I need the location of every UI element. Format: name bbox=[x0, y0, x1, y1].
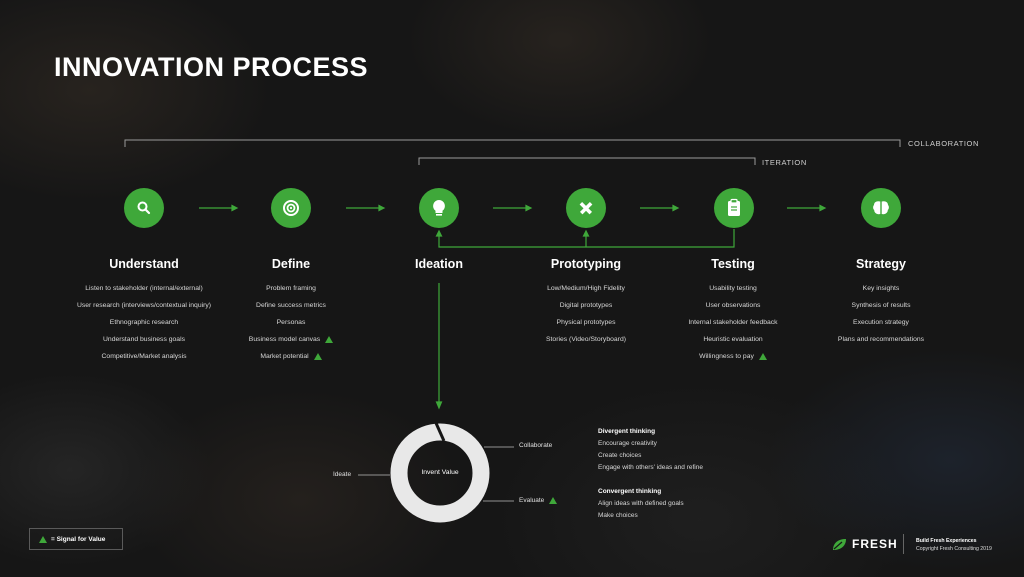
iteration-bracket bbox=[418, 157, 756, 165]
signal-for-value-icon bbox=[313, 352, 322, 360]
signal-legend: = Signal for Value bbox=[29, 528, 123, 550]
ideate-label: Ideate bbox=[333, 471, 352, 478]
list-item: Plans and recommendations bbox=[837, 336, 925, 343]
brand-tagline: Build Fresh Experiences Copyright Fresh … bbox=[916, 537, 992, 553]
list-item: Define success metrics bbox=[256, 302, 326, 309]
prototyping-stage-circle bbox=[566, 188, 606, 228]
list-item: Listen to stakeholder (internal/external… bbox=[85, 285, 203, 292]
fresh-logo: FRESH bbox=[832, 537, 898, 551]
lightbulb-icon bbox=[433, 200, 445, 216]
stage-name-strategy: Strategy bbox=[855, 257, 907, 271]
collaborate-label: Collaborate bbox=[519, 442, 553, 449]
list-item: Business model canvas bbox=[191, 331, 391, 348]
signal-for-value-icon bbox=[325, 335, 334, 343]
list-item: Ethnographic research bbox=[109, 319, 179, 326]
understand-items: Listen to stakeholder (internal/external… bbox=[44, 280, 244, 365]
list-item: User observations bbox=[705, 302, 761, 309]
divergent-heading: Divergent thinking bbox=[598, 428, 656, 435]
list-item: Key insights bbox=[862, 285, 900, 292]
invent-value-label: Invent Value bbox=[421, 469, 459, 476]
collaboration-label: COLLABORATION bbox=[908, 139, 980, 148]
clipboard-icon bbox=[728, 198, 740, 216]
brand-divider bbox=[903, 534, 904, 554]
search-icon bbox=[137, 201, 151, 215]
strategy-items: Key insights Synthesis of results Execut… bbox=[781, 280, 981, 348]
list-item: Digital prototypes bbox=[559, 302, 613, 309]
list-item: Internal stakeholder feedback bbox=[688, 319, 778, 326]
list-item: Encourage creativity bbox=[598, 440, 657, 447]
list-item: Low/Medium/High Fidelity bbox=[547, 285, 625, 292]
prototyping-items: Low/Medium/High Fidelity Digital prototy… bbox=[486, 280, 686, 348]
define-items: Problem framing Define success metrics P… bbox=[191, 280, 391, 365]
list-item: Market potential bbox=[191, 348, 391, 365]
list-item: Execution strategy bbox=[853, 319, 909, 326]
stage-name-define: Define bbox=[271, 257, 311, 271]
list-item: User research (interviews/contextual inq… bbox=[76, 302, 212, 309]
collaboration-bracket bbox=[124, 139, 901, 147]
signal-for-value-icon bbox=[758, 352, 767, 360]
divergent-thinking: Divergent thinking Encourage creativity … bbox=[598, 426, 703, 474]
list-item: Physical prototypes bbox=[556, 319, 616, 326]
convergent-heading: Convergent thinking bbox=[598, 488, 662, 495]
signal-for-value-icon bbox=[39, 535, 47, 543]
define-stage-circle bbox=[271, 188, 311, 228]
list-item: Heuristic evaluation bbox=[703, 336, 763, 343]
list-item: Competitive/Market analysis bbox=[101, 353, 187, 360]
strategy-stage-circle bbox=[861, 188, 901, 228]
list-item: Usability testing bbox=[709, 285, 757, 292]
iteration-label: ITERATION bbox=[762, 158, 807, 167]
testing-stage-circle bbox=[714, 188, 754, 228]
list-item: Personas bbox=[276, 319, 306, 326]
page-title: INNOVATION PROCESS bbox=[54, 52, 369, 82]
ideation-stage-circle bbox=[419, 188, 459, 228]
signal-for-value-icon bbox=[549, 497, 558, 504]
brain-icon bbox=[873, 201, 889, 215]
list-item: Understand business goals bbox=[103, 336, 185, 343]
stage-name-ideation: Ideation bbox=[415, 257, 463, 271]
brand-name: FRESH bbox=[852, 537, 898, 551]
fresh-leaf-icon bbox=[833, 538, 846, 550]
convergent-thinking: Convergent thinking Align ideas with def… bbox=[598, 486, 684, 522]
list-item: Engage with others' ideas and refine bbox=[598, 464, 703, 471]
stage-name-prototyping: Prototyping bbox=[550, 257, 622, 271]
invent-value-ring bbox=[390, 422, 490, 523]
stage-name-understand: Understand bbox=[109, 257, 179, 271]
copyright-text: Copyright Fresh Consulting 2019 bbox=[916, 546, 992, 552]
list-item: Align ideas with defined goals bbox=[598, 500, 684, 507]
list-item: Stories (Video/Storyboard) bbox=[546, 336, 626, 343]
list-item: Synthesis of results bbox=[851, 302, 911, 309]
tagline-text: Build Fresh Experiences bbox=[916, 538, 977, 544]
testing-items: Usability testing User observations Inte… bbox=[633, 280, 833, 365]
legend-label: = Signal for Value bbox=[51, 535, 106, 543]
list-item: Problem framing bbox=[266, 285, 316, 292]
list-item: Willingness to pay bbox=[633, 348, 833, 365]
pencil-ruler-icon bbox=[579, 201, 593, 215]
evaluate-label: Evaluate bbox=[519, 497, 558, 504]
stage-name-testing: Testing bbox=[711, 257, 755, 271]
understand-stage-circle bbox=[124, 188, 164, 228]
target-icon bbox=[283, 200, 299, 216]
list-item: Make choices bbox=[598, 512, 638, 519]
list-item: Create choices bbox=[598, 452, 642, 459]
